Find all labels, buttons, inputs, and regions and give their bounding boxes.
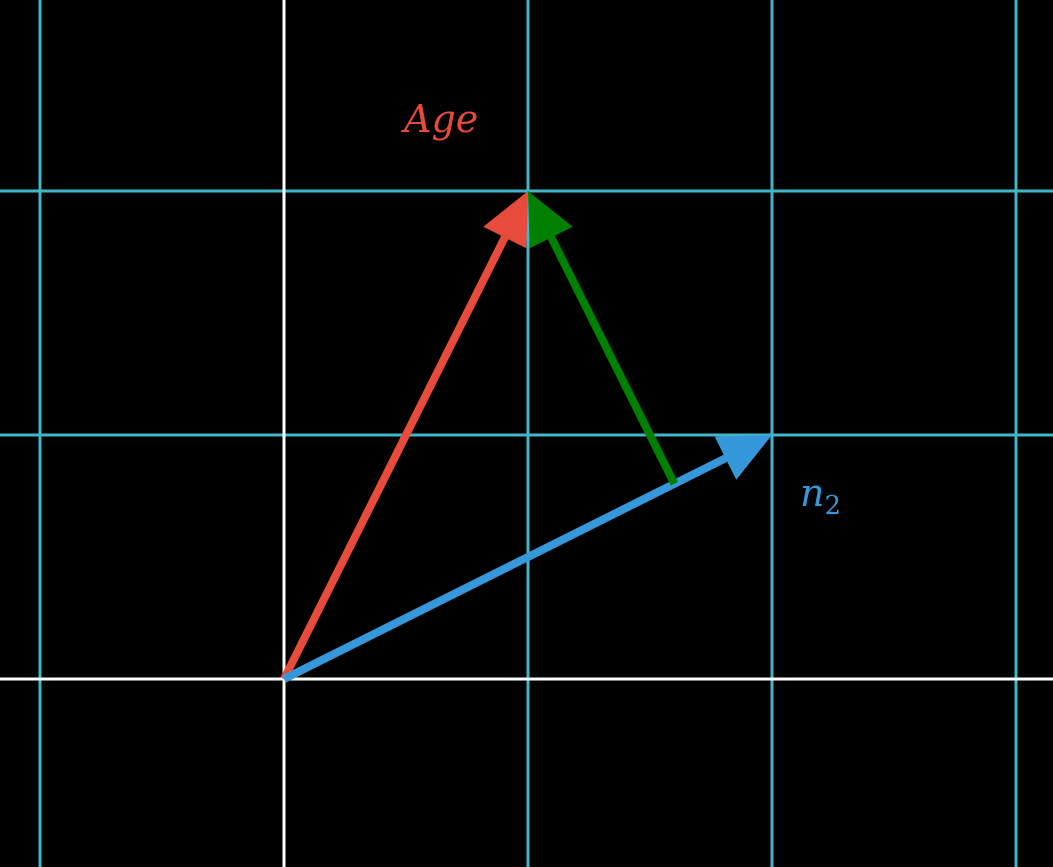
vector-age-arrowhead: [483, 191, 528, 249]
vector-n2: [282, 435, 772, 683]
vector-label-age: Age: [404, 100, 478, 138]
vector-label-age-text: Age: [404, 97, 479, 141]
vector-label-n2-subscript: 2: [824, 491, 842, 521]
vector-age-shaft: [280, 232, 511, 681]
vector-label-n2-text: n: [800, 471, 825, 515]
vector-residual-shaft: [545, 232, 678, 486]
vector-label-n2: n2: [800, 474, 841, 519]
vectors: [280, 191, 772, 683]
vector-residual: [528, 191, 678, 486]
vector-age: [280, 191, 528, 681]
vector-n2-arrowhead: [714, 435, 772, 480]
vector-residual-arrowhead: [528, 191, 573, 249]
vector-n2-shaft: [282, 452, 731, 683]
